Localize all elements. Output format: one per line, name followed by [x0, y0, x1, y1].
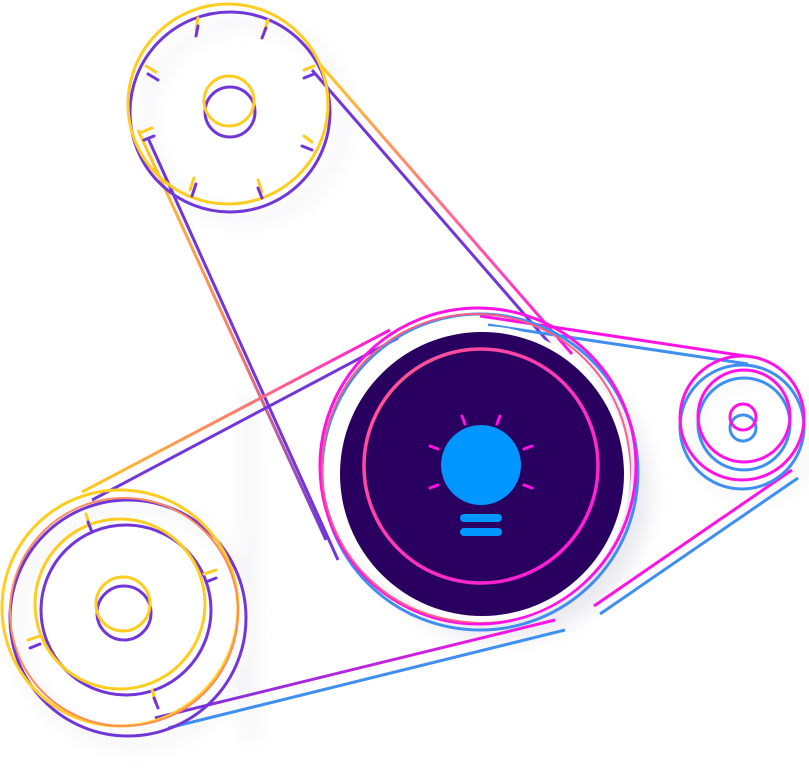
top-pulley-tick-marks: [140, 16, 316, 200]
bottom-left-pulley: [0, 488, 248, 738]
lightbulb-icon: [428, 414, 534, 536]
center-inner-ring: [362, 347, 600, 585]
belt-top-pulley-to-center: [136, 61, 574, 561]
lightbulb-rays: [428, 414, 534, 490]
right-small-pulley: [678, 354, 806, 491]
belt-bottom-left-to-center: [81, 328, 566, 730]
bottom-left-pulley-tick-marks: [26, 512, 218, 710]
center-pulley: [318, 306, 640, 632]
belt-center-to-right-pulley: [479, 314, 799, 616]
top-pulley: [126, 2, 332, 214]
